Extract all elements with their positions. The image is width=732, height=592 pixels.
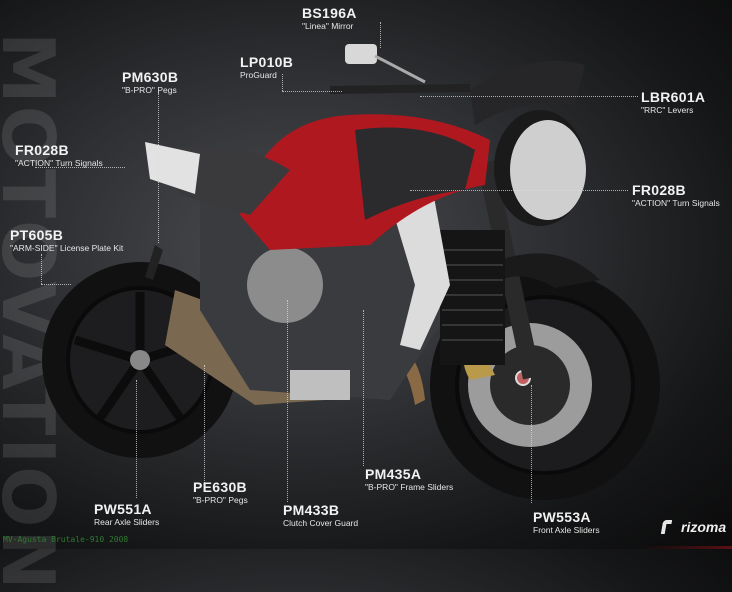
callout-pt605b[interactable]: PT605B "ARM-SIDE" License Plate Kit — [10, 227, 124, 254]
part-code: PM630B — [122, 69, 179, 85]
product-diagram: MOTOVATION — [3, 5, 732, 549]
rizoma-r-logo-icon — [660, 520, 673, 534]
leader-line-pm433b — [287, 300, 288, 502]
brand-name: rizoma — [681, 519, 727, 535]
part-code: LP010B — [240, 54, 294, 70]
callout-fr028b-right[interactable]: FR028B "ACTION" Turn Signals — [632, 182, 720, 209]
part-description: Clutch Cover Guard — [283, 518, 359, 528]
brand-accent-bar — [640, 546, 732, 549]
rizoma-logo: rizoma — [660, 519, 727, 535]
part-description: "B-PRO" Frame Sliders — [365, 482, 454, 492]
leader-line-pw553a — [531, 385, 532, 503]
part-code: LBR601A — [641, 89, 706, 105]
leader-line-bs196a — [380, 22, 381, 48]
part-description: ProGuard — [240, 70, 277, 80]
callout-pm433b[interactable]: PM433B Clutch Cover Guard — [283, 502, 359, 529]
part-description: "ACTION" Turn Signals — [15, 158, 103, 168]
part-code: PM433B — [283, 502, 340, 518]
callout-fr028b-left[interactable]: FR028B "ACTION" Turn Signals — [15, 142, 103, 169]
part-code: PE630B — [193, 479, 247, 495]
part-description: "B-PRO" Pegs — [122, 85, 177, 95]
part-code: PM435A — [365, 466, 422, 482]
leader-line-fr028b-right — [410, 190, 628, 191]
part-code: PT605B — [10, 227, 64, 243]
leader-line-pt605b — [41, 254, 42, 284]
part-code: PW551A — [94, 501, 152, 517]
part-code: FR028B — [632, 182, 686, 198]
leader-line-pt605b-h — [41, 284, 71, 285]
leader-line-pm630b — [158, 93, 159, 243]
callout-pm435a[interactable]: PM435A "B-PRO" Frame Sliders — [365, 466, 454, 493]
callout-bs196a[interactable]: BS196A "Linea" Mirror — [302, 5, 357, 32]
leader-line-pm435a — [363, 310, 364, 466]
callout-pe630b[interactable]: PE630B "B-PRO" Pegs — [193, 479, 248, 506]
part-code: PW553A — [533, 509, 591, 525]
leader-line-fr028b-left — [35, 167, 125, 168]
part-code: FR028B — [15, 142, 69, 158]
leader-line-lp010b-v — [282, 74, 283, 91]
part-description: "ARM-SIDE" License Plate Kit — [10, 243, 124, 253]
motorcycle-image — [42, 44, 660, 500]
part-description: Rear Axle Sliders — [94, 517, 160, 527]
callout-lbr601a[interactable]: LBR601A "RRC" Levers — [641, 89, 706, 116]
callout-pm630b[interactable]: PM630B "B-PRO" Pegs — [122, 69, 179, 96]
part-description: "RRC" Levers — [641, 105, 694, 115]
leader-line-pe630b — [204, 365, 205, 483]
callout-pw551a[interactable]: PW551A Rear Axle Sliders — [94, 501, 160, 528]
part-description: Front Axle Sliders — [533, 525, 600, 535]
leader-line-pw551a — [136, 380, 137, 498]
part-code: BS196A — [302, 5, 357, 21]
callout-lp010b[interactable]: LP010B ProGuard — [240, 54, 294, 81]
image-caption: MV-Agusta Brutale-910 2008 — [3, 535, 129, 544]
part-description: "ACTION" Turn Signals — [632, 198, 720, 208]
part-description: "Linea" Mirror — [302, 21, 354, 31]
leader-line-lp010b — [282, 91, 342, 92]
part-description: "B-PRO" Pegs — [193, 495, 248, 505]
callout-pw553a[interactable]: PW553A Front Axle Sliders — [533, 509, 600, 536]
leader-line-lbr601a — [420, 96, 638, 97]
